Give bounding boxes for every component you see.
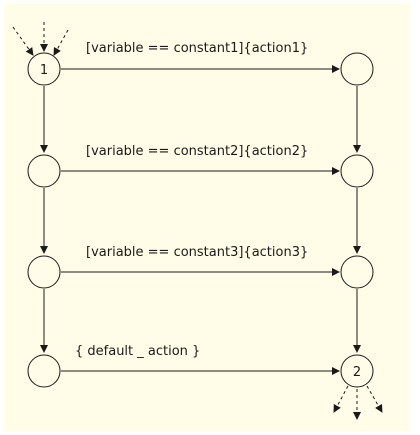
outgoing-arrow-right <box>366 385 383 413</box>
edge-label-case-3: [variable == constant3]{action3} <box>86 245 308 260</box>
state-node-right-1 <box>340 52 374 86</box>
state-node-left-4 <box>27 354 61 388</box>
state-node-left-3 <box>27 255 61 289</box>
edge-label-default: { default _ action } <box>75 344 200 359</box>
state-node-right-2 <box>340 154 374 188</box>
state-node-end-label: 2 <box>353 365 361 380</box>
edge-label-case-1: [variable == constant1]{action1} <box>86 41 308 56</box>
edge-label-case-2: [variable == constant2]{action2} <box>86 144 308 159</box>
state-node-left-2 <box>27 154 61 188</box>
state-node-right-3 <box>340 255 374 289</box>
state-node-start: 1 <box>27 52 61 86</box>
state-node-end: 2 <box>340 354 374 388</box>
state-node-start-label: 1 <box>40 63 48 78</box>
incoming-arrow-right <box>53 29 69 56</box>
outgoing-arrow-left <box>333 385 349 413</box>
